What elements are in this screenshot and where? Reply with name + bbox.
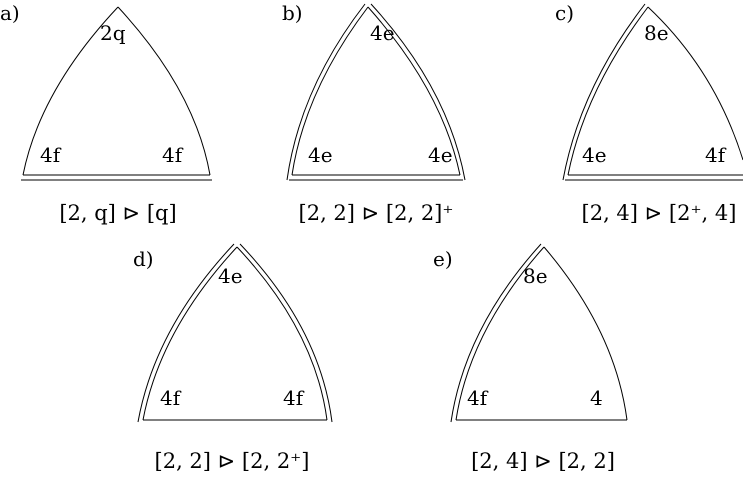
panel-e-left-edge [455, 246, 545, 421]
panel-c-bottom-right-vertex: 4f [705, 143, 727, 167]
panel-c-right-edge [647, 6, 743, 161]
panel-c-bottom-left-vertex: 4e [582, 143, 607, 167]
panel-b-bottom-left-vertex: 4e [308, 143, 333, 167]
panel-d-right-edge [236, 246, 328, 421]
panel-a-right-edge [117, 6, 211, 176]
panel-a-caption: [2, q] ⊳ [q] [59, 201, 176, 225]
panel-c-caption: [2, 4] ⊳ [2⁺, 4] [582, 201, 737, 225]
panel-e-bottom-left-vertex: 4f [467, 386, 489, 410]
panel-e-right-edge [543, 246, 628, 421]
panel-c: c) 8e 4e 4f [2, 4] ⊳ [2⁺, 4] [555, 1, 743, 225]
panel-d-label: d) [133, 247, 154, 271]
panel-a-left-edge [22, 6, 119, 176]
panel-e-caption: [2, 4] ⊳ [2, 2] [471, 449, 615, 473]
panel-c-left-edge [567, 6, 649, 176]
panel-b-caption: [2, 2] ⊳ [2, 2]⁺ [299, 201, 454, 225]
panel-b-top-vertex: 4e [370, 21, 395, 45]
panel-d-left-edge [142, 246, 238, 421]
panel-b-label: b) [282, 1, 303, 25]
panel-c-top-vertex: 8e [644, 21, 669, 45]
panel-b-bottom-right-vertex: 4e [428, 143, 453, 167]
panel-b-right-edge [367, 6, 461, 176]
panel-d-top-vertex: 4e [218, 264, 243, 288]
panel-d-bottom-left-vertex: 4f [160, 386, 182, 410]
panel-e-label: e) [433, 247, 453, 271]
panel-c-label: c) [555, 1, 574, 25]
panel-e-top-vertex: 8e [523, 264, 548, 288]
panel-a: a) 2q 4f 4f [2, q] ⊳ [q] [0, 1, 212, 225]
panel-d: d) 4e 4f 4f [2, 2] ⊳ [2, 2⁺] [133, 243, 333, 473]
panel-e-bottom-right-vertex: 4 [590, 386, 603, 410]
panel-b-left-edge-double [286, 3, 366, 181]
panel-b-right-edge-double [370, 3, 466, 181]
panel-e-left-edge-double [450, 243, 542, 423]
panel-a-label: a) [0, 1, 20, 25]
panel-b-left-edge [291, 6, 369, 176]
panel-b: b) 4e 4e 4e [2, 2] ⊳ [2, 2]⁺ [282, 1, 466, 225]
panel-a-bottom-left-vertex: 4f [40, 143, 62, 167]
panel-d-left-edge-double [137, 243, 235, 423]
panel-d-right-edge-double [239, 243, 333, 423]
panel-d-caption: [2, 2] ⊳ [2, 2⁺] [155, 449, 310, 473]
panel-a-bottom-right-vertex: 4f [162, 143, 184, 167]
panel-a-top-vertex: 2q [100, 21, 126, 45]
panel-e: e) 8e 4f 4 [2, 4] ⊳ [2, 2] [433, 243, 628, 473]
panel-c-left-edge-double [562, 3, 646, 181]
panel-d-bottom-right-vertex: 4f [283, 386, 305, 410]
